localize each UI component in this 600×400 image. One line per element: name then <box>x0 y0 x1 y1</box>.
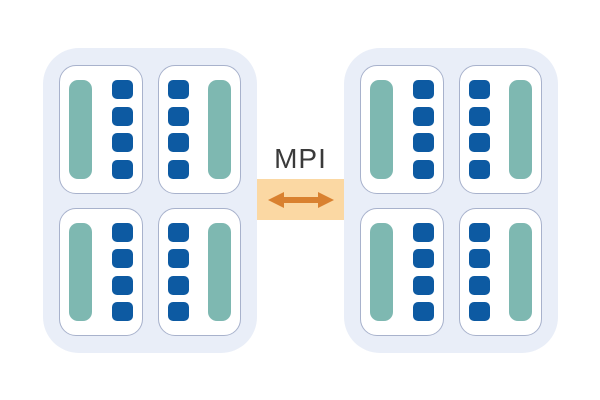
socket-bar <box>370 80 393 179</box>
socket-bar <box>208 222 231 321</box>
compute-node-left <box>43 48 257 353</box>
core-square <box>167 106 189 126</box>
core-column <box>167 80 189 179</box>
core-square <box>111 80 133 99</box>
core-square <box>412 159 434 179</box>
core-square <box>167 80 189 99</box>
core-column <box>468 80 490 179</box>
core-square <box>412 249 434 268</box>
core-square <box>468 275 490 295</box>
core-square <box>468 249 490 268</box>
core-column <box>412 222 434 321</box>
core-square <box>111 133 133 152</box>
core-square <box>167 222 189 242</box>
compute-node-right <box>344 48 558 353</box>
core-square <box>412 133 434 152</box>
socket-card <box>360 207 444 336</box>
core-column <box>167 222 189 321</box>
core-square <box>468 302 490 321</box>
core-square <box>468 133 490 152</box>
core-square <box>111 275 133 295</box>
core-square <box>412 80 434 99</box>
core-square <box>111 249 133 268</box>
core-square <box>167 302 189 321</box>
socket-card <box>157 207 241 336</box>
core-square <box>111 222 133 242</box>
core-square <box>167 159 189 179</box>
core-square <box>167 249 189 268</box>
socket-bar <box>509 222 532 321</box>
core-square <box>111 159 133 179</box>
core-square <box>412 275 434 295</box>
core-square <box>111 106 133 126</box>
core-column <box>468 222 490 321</box>
core-square <box>412 106 434 126</box>
socket-card <box>458 65 542 194</box>
socket-card <box>360 65 444 194</box>
socket-bar <box>69 222 92 321</box>
core-column <box>111 222 133 321</box>
socket-bar <box>69 80 92 179</box>
socket-card <box>59 65 143 194</box>
socket-card <box>59 207 143 336</box>
socket-bar <box>509 80 532 179</box>
core-square <box>167 275 189 295</box>
mpi-band <box>257 179 344 220</box>
core-square <box>167 133 189 152</box>
core-square <box>111 302 133 321</box>
core-square <box>468 80 490 99</box>
core-square <box>412 302 434 321</box>
socket-card <box>458 207 542 336</box>
socket-bar <box>370 222 393 321</box>
socket-bar <box>208 80 231 179</box>
core-square <box>412 222 434 242</box>
core-square <box>468 222 490 242</box>
core-square <box>468 106 490 126</box>
socket-card <box>157 65 241 194</box>
core-column <box>412 80 434 179</box>
core-square <box>468 159 490 179</box>
core-column <box>111 80 133 179</box>
double-arrow-icon <box>267 191 334 208</box>
mpi-label: MPI <box>274 143 327 174</box>
